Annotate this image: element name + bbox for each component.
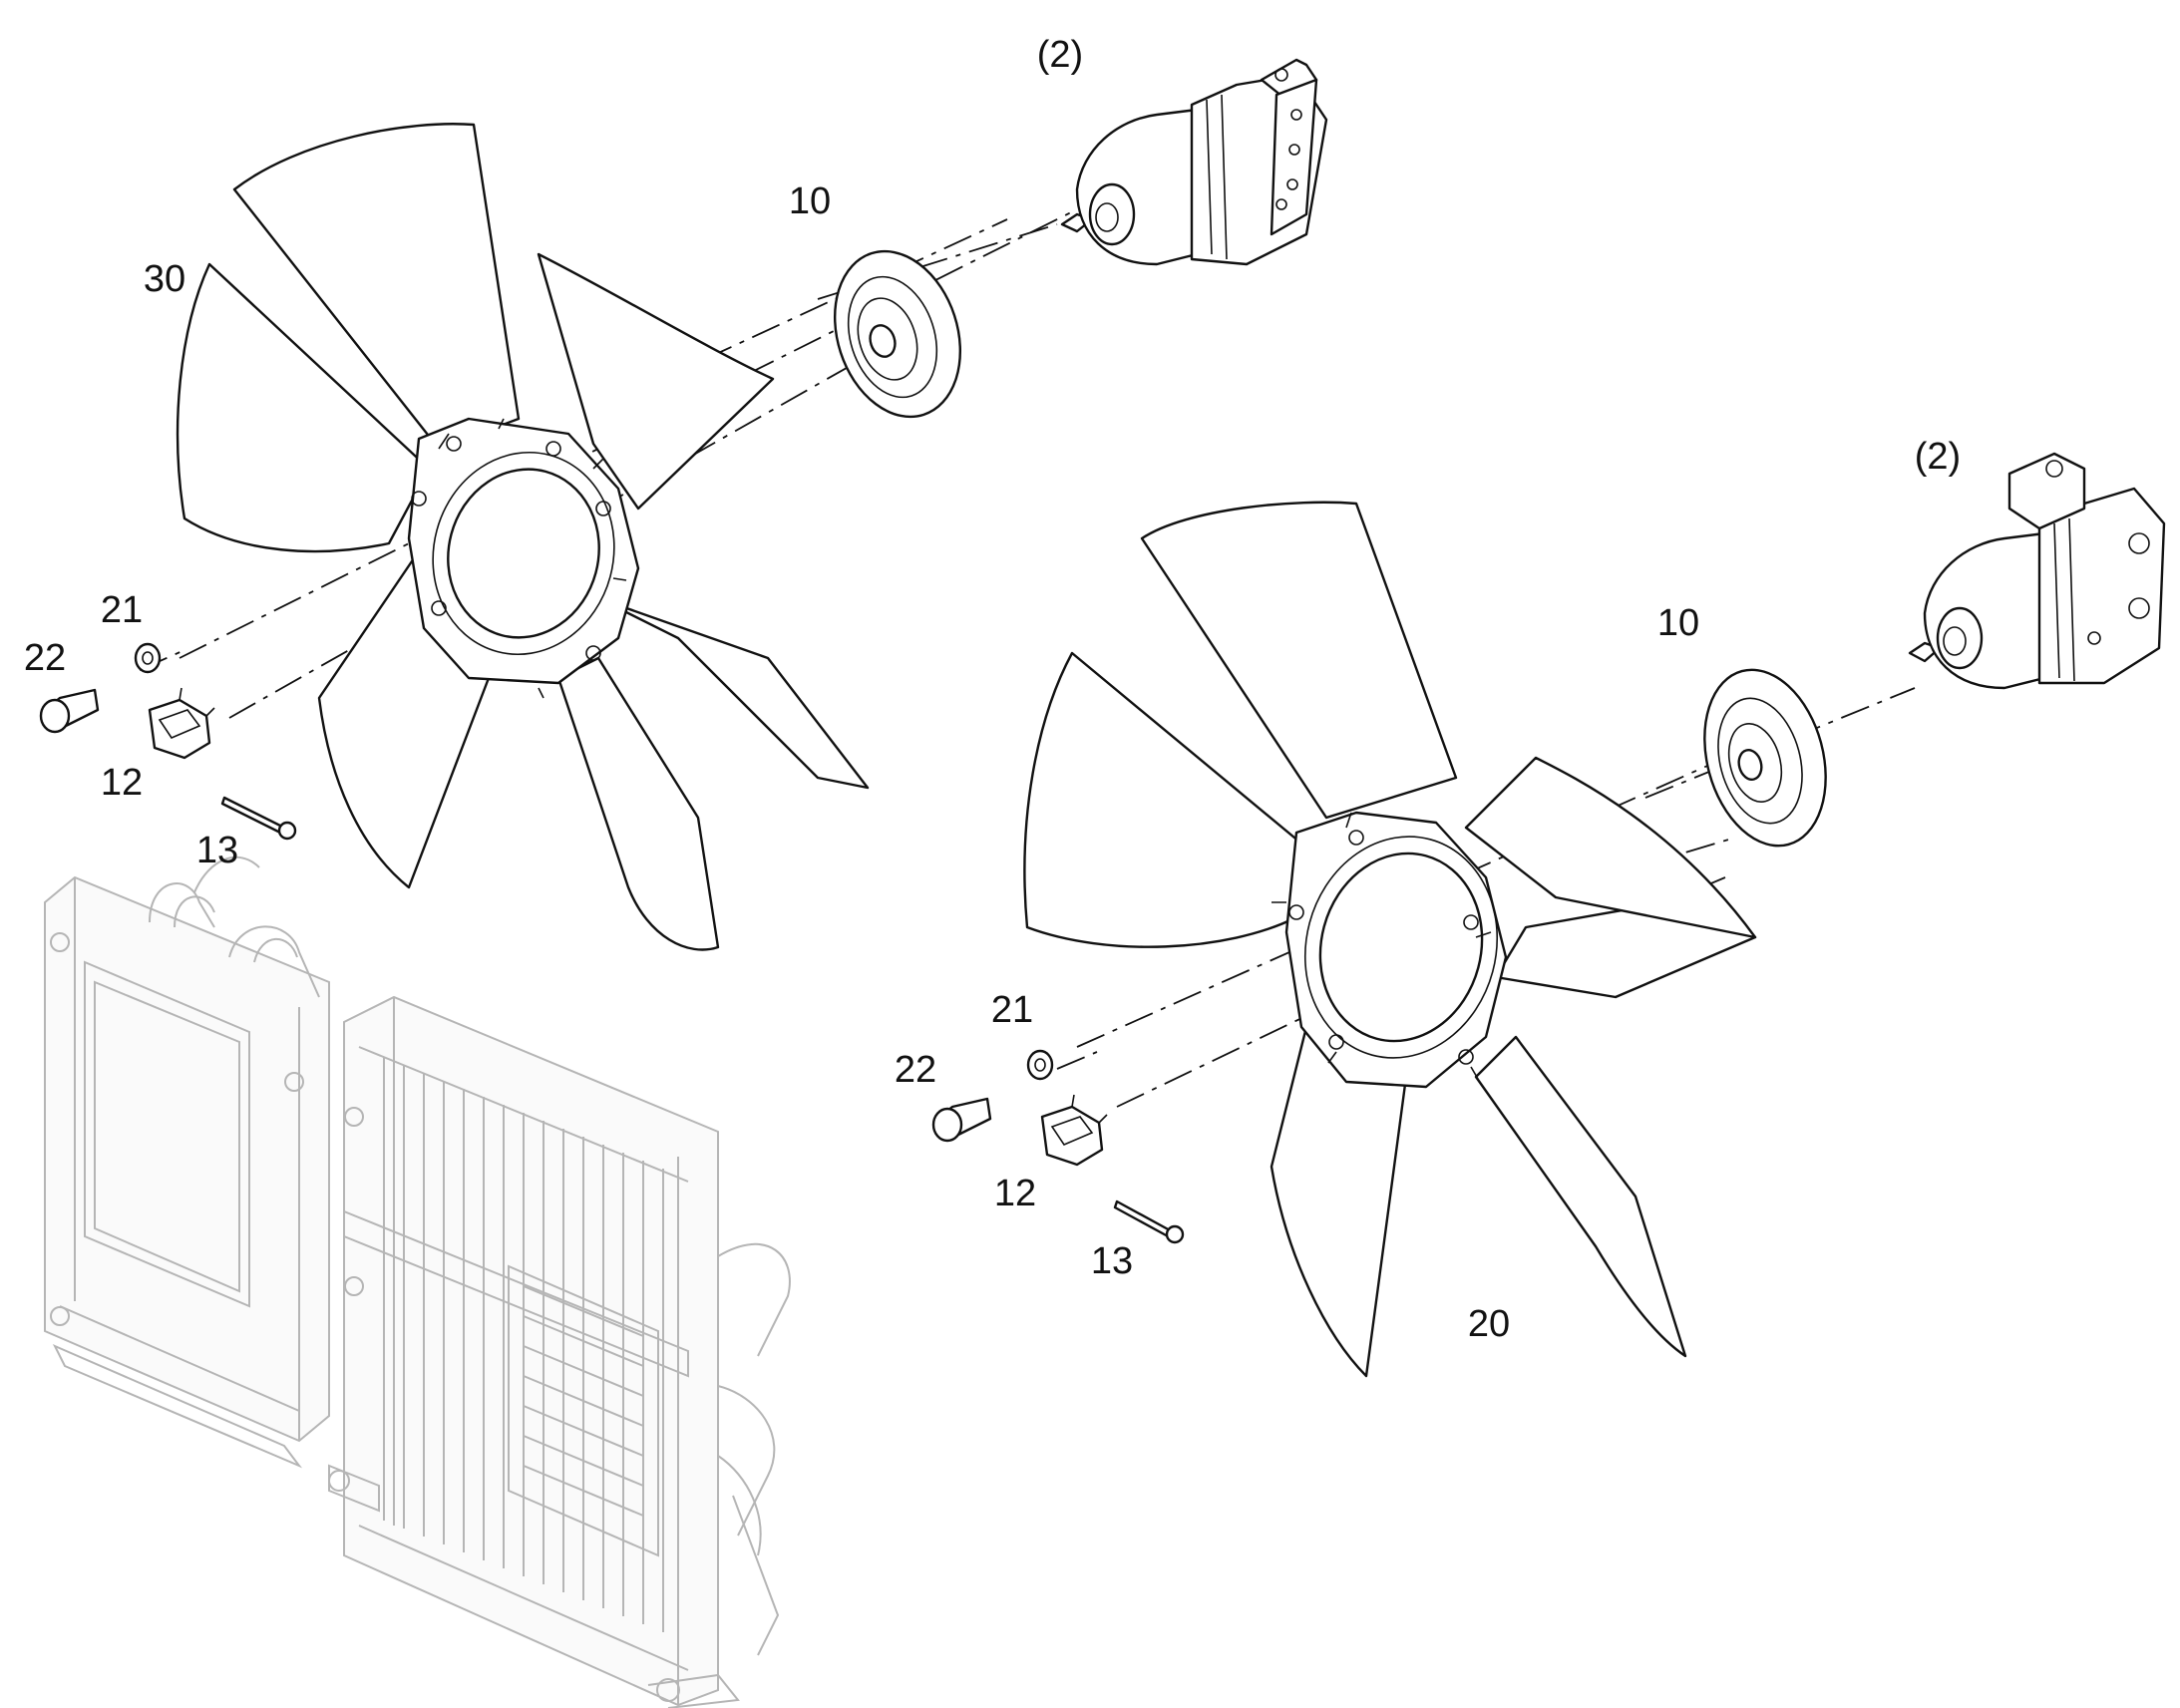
callout-fan-bottom: 20 — [1467, 1303, 1511, 1345]
callout-hub-top: 10 — [788, 180, 832, 222]
callout-washer-top: 21 — [100, 589, 144, 631]
hydraulic-motor-lower — [1908, 452, 2166, 690]
fan-lower — [1023, 501, 1757, 1378]
callout-bolt-bottom: 22 — [894, 1049, 937, 1091]
callout-motor-top: (2) — [1036, 34, 1084, 76]
hub-adapter-upper — [833, 249, 962, 419]
fan-upper — [176, 123, 870, 951]
callout-motor-bottom: (2) — [1914, 436, 1962, 478]
callout-bolt-top: 22 — [23, 637, 67, 679]
callout-pin-top: 13 — [195, 830, 239, 871]
hydraulic-motor-upper — [1060, 58, 1328, 266]
hub-adapter-lower — [1703, 668, 1827, 848]
radiator-assembly — [44, 855, 791, 1708]
callout-pin-bottom: 13 — [1090, 1240, 1134, 1282]
callout-nut-bottom: 12 — [993, 1173, 1037, 1214]
callout-hub-bottom: 10 — [1656, 602, 1700, 644]
callout-fan-top: 30 — [143, 258, 186, 300]
fasteners-upper — [39, 642, 297, 841]
fasteners-lower — [931, 1049, 1185, 1244]
callout-nut-top: 12 — [100, 762, 144, 804]
callout-washer-bottom: 21 — [990, 989, 1034, 1031]
